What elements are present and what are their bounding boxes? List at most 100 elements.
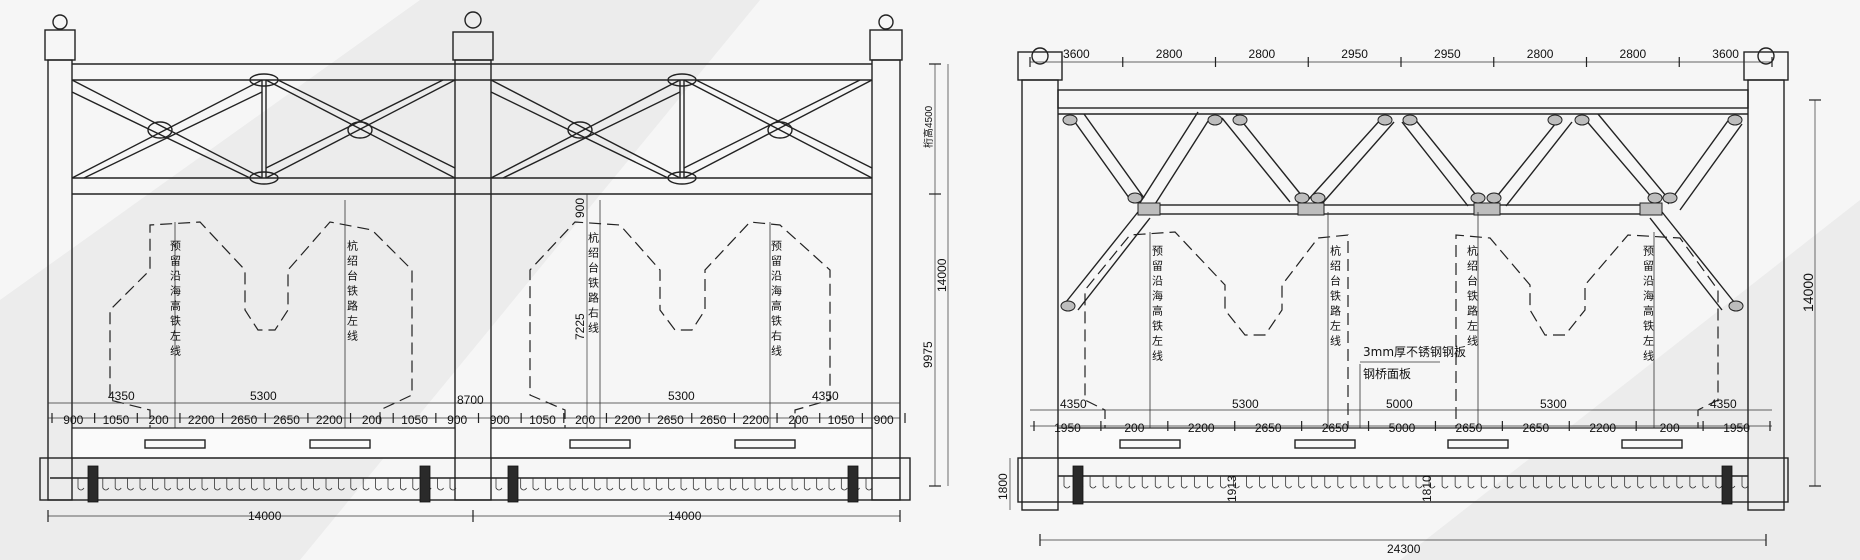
deck-rib <box>1650 476 1658 489</box>
deck-rib <box>338 478 345 491</box>
track-label: 杭绍台铁路左线 <box>346 239 359 345</box>
deck-rib <box>1741 476 1749 489</box>
track-label: 预留沿海高铁左线 <box>169 240 182 360</box>
deck-rib <box>400 478 407 491</box>
deck-rib <box>350 478 358 491</box>
dimension-label: 1050 <box>103 413 130 427</box>
column-cap <box>1757 47 1775 65</box>
dimension-label: 5300 <box>1540 397 1567 411</box>
deck-rib <box>1559 476 1566 489</box>
deck-rib <box>263 478 271 491</box>
deck-rib <box>127 478 134 491</box>
deck-rib <box>1467 476 1475 489</box>
deck-rib <box>412 478 420 491</box>
track-label: 预留沿海高铁右线 <box>770 240 783 360</box>
deck-rib <box>1702 476 1710 489</box>
clearance-envelope <box>1455 234 1719 455</box>
deck-rib <box>226 478 234 491</box>
dimension-label: 200 <box>788 413 808 427</box>
clearance-envelope <box>529 221 831 455</box>
bridge-base <box>39 457 911 501</box>
dimension-label: 900 <box>490 413 510 427</box>
deck-rib <box>1480 476 1488 489</box>
deck-rib <box>1285 476 1292 489</box>
deck-rib <box>779 478 786 491</box>
deck-rib <box>1611 476 1618 489</box>
dimension-label: 2200 <box>188 413 215 427</box>
deck-rib <box>1311 476 1319 489</box>
anchor-bolt <box>1072 465 1084 505</box>
gusset-node <box>249 171 279 185</box>
lower-chord <box>1149 204 1659 215</box>
track-label: 预留沿海高铁左线 <box>1642 245 1655 365</box>
deck-rib <box>238 478 246 491</box>
anchor-bolt <box>507 465 519 503</box>
deck-slab <box>71 427 456 459</box>
track-label: 杭绍台铁路左线 <box>1466 244 1479 350</box>
dimension-label: 1050 <box>529 413 556 427</box>
deck-rib <box>791 478 799 491</box>
deck-rib <box>1154 476 1162 489</box>
deck-rib <box>1102 476 1110 489</box>
deck-rib <box>1519 476 1527 489</box>
dimension-label: 8700 <box>457 393 484 407</box>
deck-rib <box>1193 476 1201 489</box>
deck-rib <box>449 478 457 491</box>
deck-rib <box>1506 476 1514 489</box>
deck-rib <box>1324 476 1332 489</box>
deck-rib <box>557 478 564 491</box>
gusset-node <box>567 121 593 139</box>
anchor-bolt <box>1721 465 1733 505</box>
column-cap <box>878 14 894 30</box>
right-cross-section: 预留沿海高铁左线 杭绍台铁路左线 杭绍台铁路左线 预留沿海高铁左线 3mm厚不锈… <box>996 47 1821 556</box>
deck-ribs <box>1063 476 1749 489</box>
deck-rib <box>742 478 749 491</box>
dimension-label: 200 <box>575 413 595 427</box>
truss-diagonals <box>1065 111 1743 311</box>
deck-rib <box>1532 476 1540 489</box>
column <box>871 59 901 501</box>
dimension-label: 2950 <box>1434 47 1461 61</box>
dimension-label: 2800 <box>1527 47 1554 61</box>
left-cross-section: 预留沿海高铁左线 杭绍台铁路左线 杭绍台铁路右线 预留沿海高铁右线 4350 5… <box>39 11 949 523</box>
deck-dimension: 1810 <box>1420 475 1434 502</box>
deck-rib <box>1376 476 1384 489</box>
dimension-label: 200 <box>1124 421 1144 435</box>
deck-rib <box>1715 476 1723 489</box>
deck-rib <box>680 478 688 491</box>
column-cap <box>52 14 68 30</box>
deck-rib <box>1402 476 1410 489</box>
dimension-label: 2650 <box>1522 421 1549 435</box>
gusset-node <box>147 121 173 139</box>
dimension-label: 2650 <box>1322 421 1349 435</box>
anchor-bolt <box>87 465 99 503</box>
span-dimension: 24300 <box>1387 542 1421 556</box>
dimension-label: 2650 <box>273 413 300 427</box>
deck-rib <box>729 478 737 491</box>
deck-rib <box>766 478 774 491</box>
deck-rib <box>1689 476 1697 489</box>
deck-rib <box>1415 476 1423 489</box>
anchor-bolt <box>419 465 431 503</box>
dimension-label: 2800 <box>1620 47 1647 61</box>
dimension-label: 4350 <box>812 389 839 403</box>
deck-rib <box>1167 476 1175 489</box>
plate-note: 3mm厚不锈钢钢板 <box>1363 345 1466 359</box>
dimension-label: 200 <box>362 413 382 427</box>
dimension-label: 200 <box>149 413 169 427</box>
deck-rib <box>288 478 296 491</box>
inner-dimension: 900 <box>573 198 587 218</box>
deck-rib <box>569 478 577 491</box>
rail-set <box>1119 439 1683 449</box>
gusset-node <box>767 121 793 139</box>
deck-rib <box>1063 476 1071 489</box>
background-shape <box>1400 200 1860 560</box>
dimension-label: 900 <box>874 413 894 427</box>
dimension-label: 2650 <box>657 413 684 427</box>
dimension-label: 2650 <box>231 413 258 427</box>
deck-rib <box>1259 476 1266 489</box>
deck-rib <box>1089 476 1097 489</box>
column-cap <box>44 29 76 61</box>
bridge-base <box>1017 457 1789 503</box>
